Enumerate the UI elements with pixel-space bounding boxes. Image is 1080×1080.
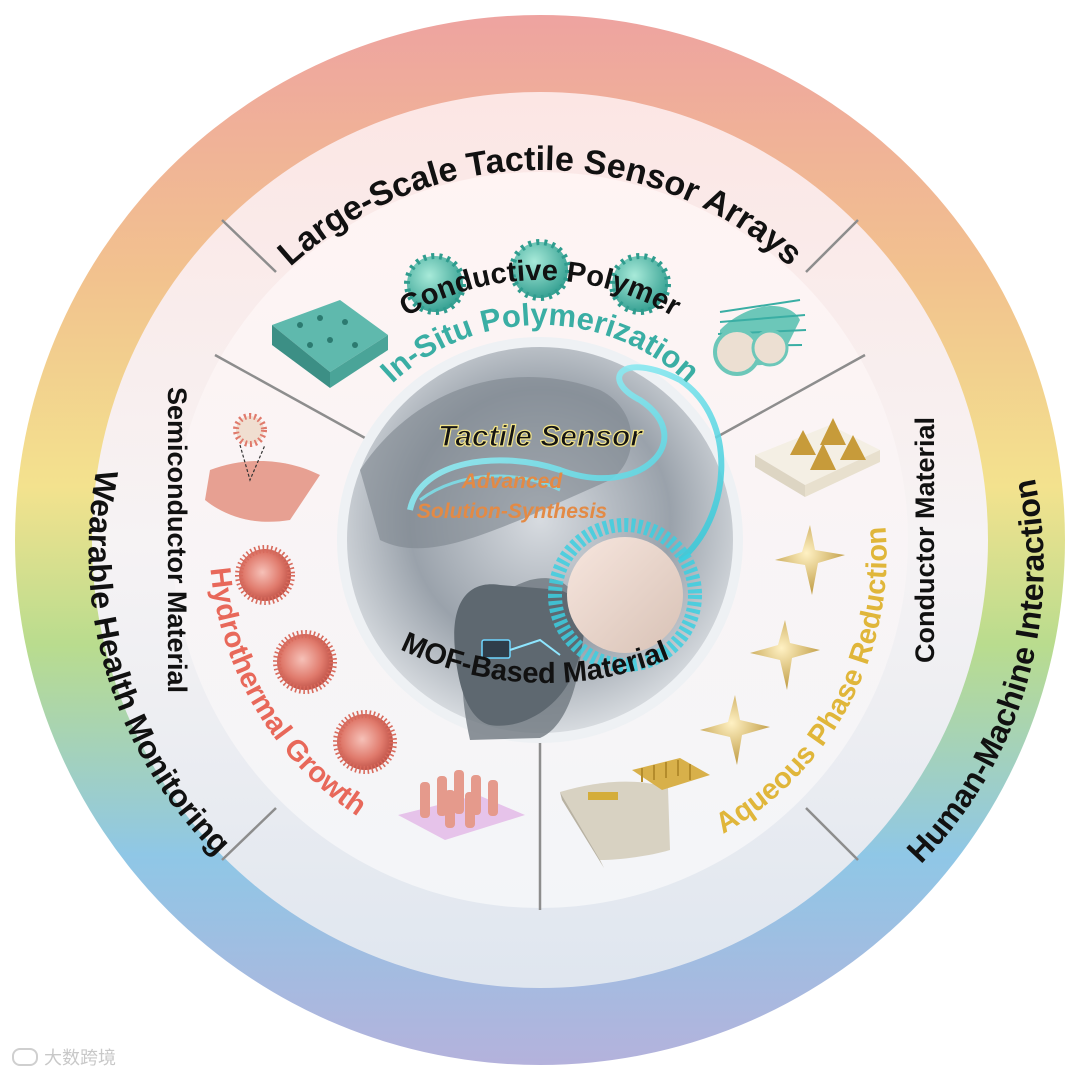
- gold-film-substrate: [560, 781, 670, 868]
- coral-urchin-2: [273, 630, 337, 694]
- watermark: 大数跨境: [12, 1044, 116, 1070]
- teal-spiky-sphere-1: [404, 253, 466, 315]
- center-title: Tactile Sensor: [438, 420, 644, 453]
- gold-nanopillar-grid: [632, 758, 710, 790]
- watermark-text: 大数跨境: [44, 1048, 116, 1069]
- teal-fiber-bundle: [713, 299, 807, 376]
- material-dividers: [221, 219, 859, 861]
- coral-nanorod-array: [398, 770, 525, 840]
- teal-spiky-sphere-3: [609, 253, 671, 315]
- semiconductor-sheet: [205, 413, 320, 522]
- method-dividers: [214, 353, 866, 910]
- coral-urchin-3: [333, 710, 397, 774]
- teal-spiky-sphere-2: [509, 239, 571, 301]
- gold-star-3: [700, 695, 770, 765]
- center-subtitle-line2: Solution-Synthesis: [417, 500, 607, 523]
- gold-pyramid-array: [755, 418, 880, 497]
- gold-star-2: [750, 620, 820, 690]
- center-illustration: [337, 337, 743, 743]
- watermark-logo-icon: [12, 1048, 38, 1066]
- center-subtitle-line1: Advanced: [461, 470, 564, 493]
- material-label-left: Semiconductor Material: [162, 387, 192, 693]
- material-label-right: Conductor Material: [910, 417, 940, 663]
- coral-urchin-1: [235, 545, 295, 605]
- conductive-polymer-foam: [272, 300, 388, 388]
- gold-star-1: [775, 525, 845, 595]
